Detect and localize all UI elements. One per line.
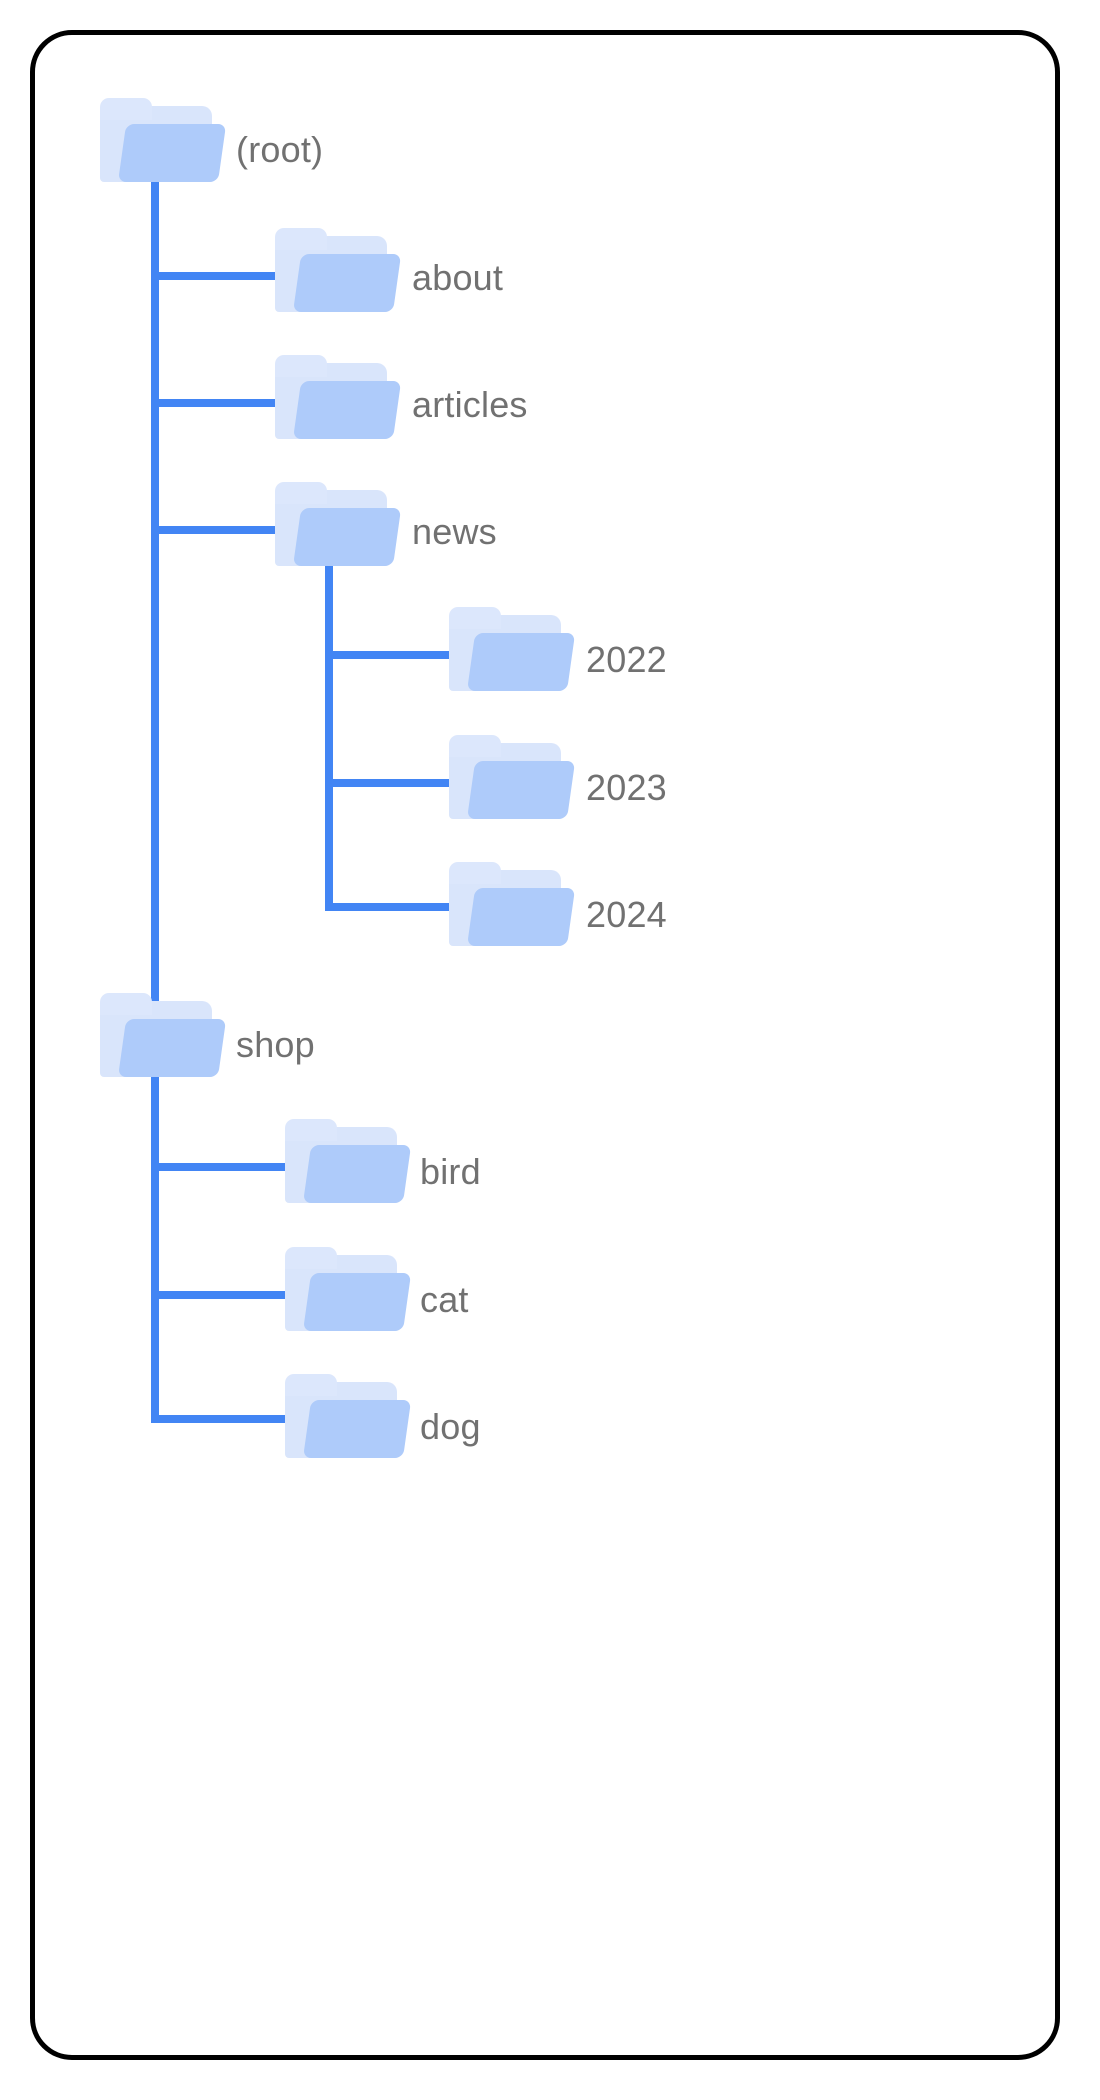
- connector-shop-to-cat: [151, 1291, 291, 1299]
- connector-news-to-2023: [325, 779, 465, 787]
- folder-icon-2024[interactable]: [449, 862, 576, 954]
- folder-tab: [275, 482, 327, 504]
- folder-front-panel: [303, 1145, 412, 1203]
- node-label-news: news: [412, 511, 497, 552]
- folder-icon-2023[interactable]: [449, 735, 576, 827]
- folder-tab: [100, 993, 152, 1015]
- folder-icon-news[interactable]: [275, 482, 402, 574]
- node-label-dog: dog: [420, 1406, 481, 1447]
- folder-tab: [449, 862, 501, 884]
- folder-tab: [285, 1374, 337, 1396]
- folder-icon-about[interactable]: [275, 228, 402, 320]
- folder-tab: [100, 98, 152, 120]
- folder-icon-shop[interactable]: [100, 993, 227, 1085]
- folder-tab: [449, 735, 501, 757]
- folder-front-panel: [303, 1400, 412, 1458]
- connector-news-to-2022: [325, 651, 465, 659]
- folder-tab: [285, 1247, 337, 1269]
- connector-root-stem: [151, 182, 159, 1012]
- connector-root-to-about: [151, 272, 291, 280]
- folder-front-panel: [118, 124, 227, 182]
- node-label-about: about: [412, 257, 504, 298]
- folder-tab: [275, 355, 327, 377]
- folder-tab: [449, 607, 501, 629]
- folder-front-panel: [303, 1273, 412, 1331]
- folder-front-panel: [467, 888, 576, 946]
- folder-tab: [275, 228, 327, 250]
- connector-root-to-articles: [151, 399, 291, 407]
- connector-shop-to-dog: [151, 1415, 291, 1423]
- folder-tab: [285, 1119, 337, 1141]
- connector-shop-stem: [151, 1075, 159, 1423]
- folder-front-panel: [293, 254, 402, 312]
- node-label-bird: bird: [420, 1151, 481, 1192]
- folder-front-panel: [118, 1019, 227, 1077]
- connector-shop-to-bird: [151, 1163, 291, 1171]
- node-label-2024: 2024: [586, 894, 667, 935]
- folder-front-panel: [293, 508, 402, 566]
- node-label-2023: 2023: [586, 767, 667, 808]
- node-label-cat: cat: [420, 1279, 469, 1320]
- node-label-shop: shop: [236, 1024, 315, 1065]
- node-label-root: (root): [236, 129, 324, 170]
- folder-icon-root[interactable]: [100, 98, 227, 190]
- folder-icon-2022[interactable]: [449, 607, 576, 699]
- node-label-articles: articles: [412, 384, 528, 425]
- folder-icon-cat[interactable]: [285, 1247, 412, 1339]
- folder-front-panel: [467, 761, 576, 819]
- connector-news-stem: [325, 563, 333, 911]
- folder-icon-articles[interactable]: [275, 355, 402, 447]
- folder-icon-dog[interactable]: [285, 1374, 412, 1466]
- folder-front-panel: [293, 381, 402, 439]
- connector-root-to-news: [151, 526, 291, 534]
- connector-news-to-2024: [325, 903, 465, 911]
- node-label-2022: 2022: [586, 639, 667, 680]
- folder-front-panel: [467, 633, 576, 691]
- folder-icon-bird[interactable]: [285, 1119, 412, 1211]
